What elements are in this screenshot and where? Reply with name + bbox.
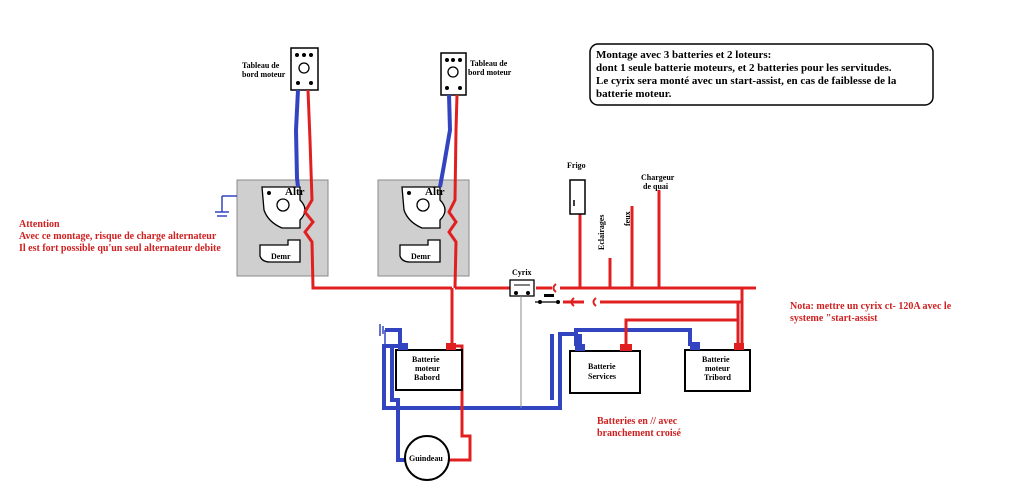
attention-line-1: Attention: [19, 219, 60, 230]
dashboard-label-2: bord moteur: [468, 68, 512, 77]
starter-label: Demr: [411, 252, 431, 261]
attention-line-2: Avec ce montage, risque de charge altern…: [19, 231, 217, 242]
ground-icon: [215, 195, 237, 217]
ground-icon: [379, 324, 386, 344]
start-assist-switch: [535, 294, 560, 304]
dashboard-label-1: Tableau de: [242, 61, 280, 70]
gauge-icon: [447, 66, 459, 78]
battery-label-2: moteur: [415, 364, 440, 373]
battery-label-3: Tribord: [704, 373, 732, 382]
gauge-icon: [295, 53, 299, 57]
note-line-1: Montage avec 3 batteries et 2 loteurs:: [596, 49, 771, 61]
feux-label: feux: [623, 211, 632, 226]
eclairages-label: Eclairages: [597, 214, 606, 250]
battery-services: Batterie Services: [569, 344, 641, 394]
nota-note: Nota: mettre un cyrix ct- 120A avec le s…: [790, 301, 952, 324]
note-line-3: Le cyrix sera monté avec un start-assist…: [596, 75, 897, 87]
note-line-4: batterie moteur.: [596, 88, 672, 100]
gauge-icon: [445, 86, 449, 90]
dashboard-starboard: Tableau de bord moteur: [440, 52, 512, 96]
battery-label-1: Batterie: [412, 355, 440, 364]
note-line-2: dont 1 seule batterie moteurs, et 2 batt…: [596, 62, 892, 74]
montage-note: Montage avec 3 batteries et 2 loteurs: d…: [589, 43, 934, 106]
starter-label: Demr: [271, 252, 291, 261]
attention-line-3: Il est fort possible qu'un seul alternat…: [19, 243, 221, 254]
nota-line-2: systeme "start-assist: [790, 313, 878, 324]
gauge-icon: [298, 62, 310, 74]
parallel-line-1: Batteries en // avec: [597, 416, 678, 427]
alternator-label: Altr: [425, 186, 445, 198]
alternator-label: Altr: [285, 186, 305, 198]
dashboard-label-1: Tableau de: [470, 59, 508, 68]
parallel-note: Batteries en // avec branchement croisé: [597, 416, 682, 439]
battery-babord: Batterie moteur Babord: [395, 343, 463, 391]
battery-label-2: Services: [588, 372, 616, 381]
starter-icon: [259, 239, 301, 263]
gauge-icon: [458, 58, 462, 62]
battery-label-2: moteur: [705, 364, 730, 373]
dashboard-port: Tableau de bord moteur: [242, 47, 319, 91]
gauge-icon: [309, 81, 313, 85]
attention-note: Attention Avec ce montage, risque de cha…: [19, 219, 221, 254]
cyrix-relay: Cyrix: [509, 268, 535, 408]
guindeau-label: Guindeau: [409, 454, 443, 463]
battery-label-3: Babord: [414, 373, 440, 382]
wire-crossover: [552, 283, 597, 307]
cyrix-label: Cyrix: [512, 268, 532, 277]
gauge-icon: [445, 58, 449, 62]
starter-icon: [399, 239, 441, 263]
positive-wiring: [303, 89, 756, 462]
chargeur-label-1: Chargeur: [641, 173, 675, 182]
dashboard-label-2: bord moteur: [242, 70, 286, 79]
frigo-label: Frigo: [567, 161, 586, 170]
gauge-icon: [451, 58, 455, 62]
parallel-line-2: branchement croisé: [597, 428, 682, 439]
nota-line-1: Nota: mettre un cyrix ct- 120A avec le: [790, 301, 952, 312]
gauge-icon: [302, 53, 306, 57]
battery-label-1: Batterie: [702, 355, 730, 364]
guindeau-motor: Guindeau: [404, 435, 450, 481]
battery-label-1: Batterie: [588, 362, 616, 371]
engine-port: Altr Demr: [236, 179, 329, 277]
gauge-icon: [296, 81, 300, 85]
gauge-icon: [458, 86, 462, 90]
chargeur-label-2: de quai: [643, 182, 669, 191]
battery-tribord: Batterie moteur Tribord: [684, 343, 751, 392]
gauge-icon: [309, 53, 313, 57]
negative-wiring: [293, 89, 700, 462]
frigo: Frigo: [567, 161, 586, 215]
